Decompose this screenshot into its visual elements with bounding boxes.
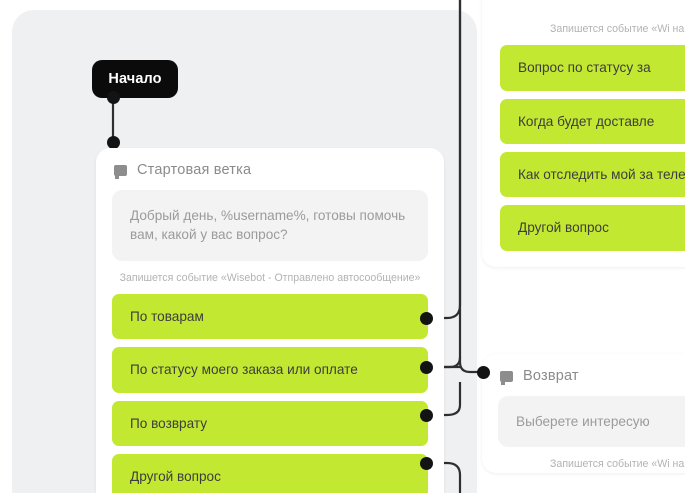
button-list: По товарам По статусу моего заказа или о…	[96, 286, 444, 493]
reply-button[interactable]: Когда будет доставле	[500, 98, 685, 144]
speech-bubble-icon	[500, 370, 513, 385]
node-card-order-status[interactable]: Запишется событие «Wi на первый воп Вопр…	[482, 0, 685, 267]
start-branch-input-dot[interactable]	[107, 136, 120, 149]
reply-button[interactable]: По товарам	[112, 293, 428, 340]
reply-button[interactable]: По статусу моего заказа или оплате	[112, 347, 428, 393]
button-list: Вопрос по статусу за Когда будет доставл…	[482, 37, 685, 266]
reply-button-output-dot[interactable]	[420, 457, 433, 470]
event-caption: Запишется событие «Wi на первый воп	[550, 23, 685, 35]
reply-button[interactable]: Как отследить мой за телефона	[500, 151, 685, 198]
message-bubble: Выберете интересую	[498, 396, 685, 448]
start-node-label: Начало	[108, 71, 162, 87]
card-title: Возврат	[523, 368, 579, 384]
node-card-start-branch[interactable]: Стартовая ветка Добрый день, %username%,…	[96, 148, 444, 493]
reply-button[interactable]: Другой вопрос	[112, 453, 428, 493]
reply-button-output-dot[interactable]	[420, 361, 433, 374]
reply-button-output-dot[interactable]	[420, 409, 433, 422]
event-caption: Запишется событие «Wi на первый воп	[550, 458, 685, 471]
start-node[interactable]: Начало	[92, 60, 178, 98]
reply-button[interactable]: Вопрос по статусу за	[500, 45, 685, 91]
return-node-input-dot[interactable]	[477, 366, 490, 379]
reply-button[interactable]: Другой вопрос	[500, 205, 685, 251]
message-bubble: Добрый день, %username%, готовы помочь в…	[112, 190, 428, 261]
card-title: Стартовая ветка	[137, 162, 252, 178]
event-caption: Запишется событие «Wisebot - Отправлено …	[119, 271, 421, 284]
card-header: Стартовая ветка	[96, 148, 444, 188]
speech-bubble-icon	[114, 164, 127, 179]
start-node-output-dot[interactable]	[107, 91, 120, 104]
card-header: Возврат	[482, 354, 685, 394]
reply-button-output-dot[interactable]	[420, 312, 433, 325]
reply-button[interactable]: По возврату	[112, 400, 428, 446]
node-card-return[interactable]: Возврат Выберете интересую Запишется соб…	[482, 354, 685, 473]
